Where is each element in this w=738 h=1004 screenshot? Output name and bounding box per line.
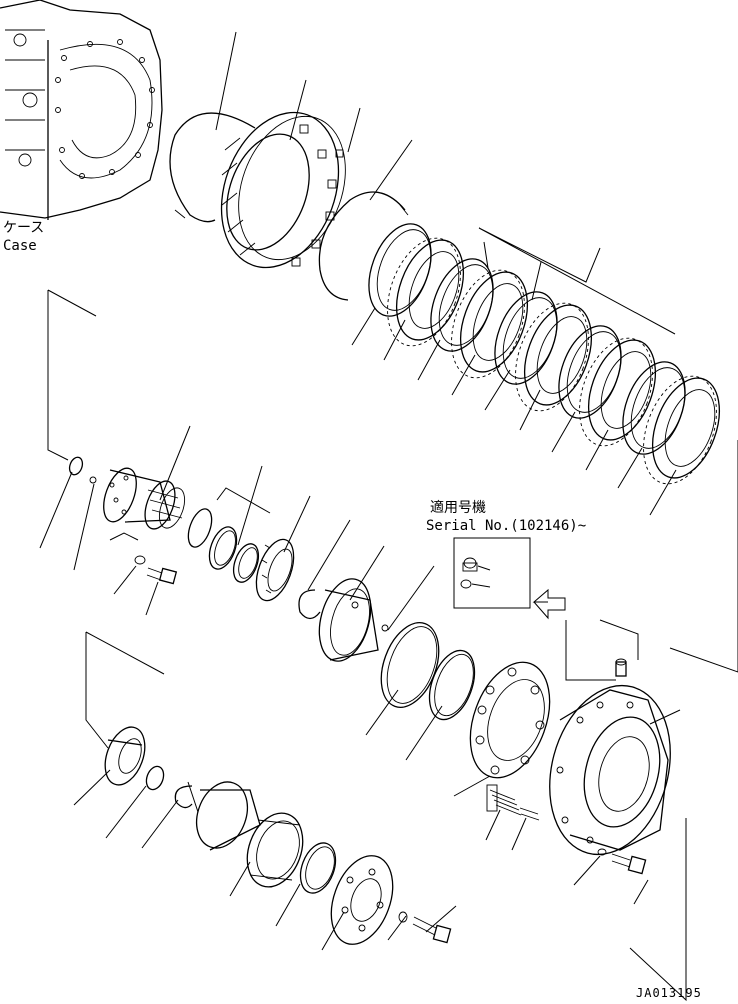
transmission-case: [0, 0, 163, 220]
spring-retainer-plate: [469, 661, 551, 779]
drawing-code: JA013195: [636, 986, 702, 1000]
clutch-plate-2: [430, 258, 494, 352]
serial-applicability-note: 適用号機 Serial No.(102146)~: [426, 499, 586, 620]
clutch-disc-4: [579, 337, 656, 447]
drum: [195, 781, 261, 851]
serial-heading: 適用号機: [430, 499, 486, 516]
dowel-pin: [335, 149, 344, 158]
o-ring-lower: [299, 842, 337, 894]
dowel-piston: [381, 624, 389, 632]
retaining-ring: [298, 589, 321, 620]
serial-number: Serial No.(102146)~: [426, 518, 586, 534]
inset-plug-icon: [460, 557, 478, 589]
seal-carrier: [246, 812, 304, 888]
bracket-hub: [109, 532, 139, 541]
case-label: ケース Case: [3, 220, 44, 254]
clutch-plate-3: [494, 291, 558, 385]
snap-ring-lower: [174, 785, 193, 809]
washer: [134, 555, 146, 565]
cover-plate: [330, 855, 394, 945]
bearing: [255, 538, 295, 602]
serial-inset-box: [453, 537, 531, 609]
arrow-icon: [532, 588, 566, 620]
clutch-pack: [368, 223, 720, 485]
end-plate: [643, 375, 720, 485]
snap-ring-2: [318, 191, 409, 301]
case-label-japanese: ケース: [3, 220, 44, 236]
clutch-disc-3: [515, 302, 592, 412]
seal-rings: [187, 508, 260, 583]
clutch-disc-2: [451, 269, 528, 379]
collar: [145, 765, 165, 791]
clutch-housing: [549, 684, 671, 856]
bolt-housing: [611, 853, 647, 875]
ball: [89, 476, 97, 484]
o-ring-2: [428, 649, 476, 721]
leader-lines: [39, 31, 738, 1002]
washer-cover: [398, 911, 408, 923]
hub-shaft: [103, 467, 186, 530]
clutch-plate-4: [558, 325, 622, 419]
bracket-seal: [216, 487, 271, 514]
bearing-lower: [104, 726, 146, 786]
plug: [519, 807, 540, 821]
bolt-cover: [412, 916, 452, 944]
clutch-plate-1: [368, 223, 432, 317]
breather-plug: [615, 658, 627, 677]
ring-gear-housing: [220, 111, 346, 269]
washer-housing: [597, 848, 607, 856]
clutch-plate-5: [622, 361, 686, 455]
piston: [318, 578, 379, 662]
snap-ring-small: [68, 456, 84, 476]
snap-ring-1: [169, 112, 256, 223]
spring: [486, 784, 522, 816]
case-label-english: Case: [3, 238, 37, 254]
clutch-disc-1: [387, 237, 464, 347]
bolt-1: [146, 567, 178, 585]
